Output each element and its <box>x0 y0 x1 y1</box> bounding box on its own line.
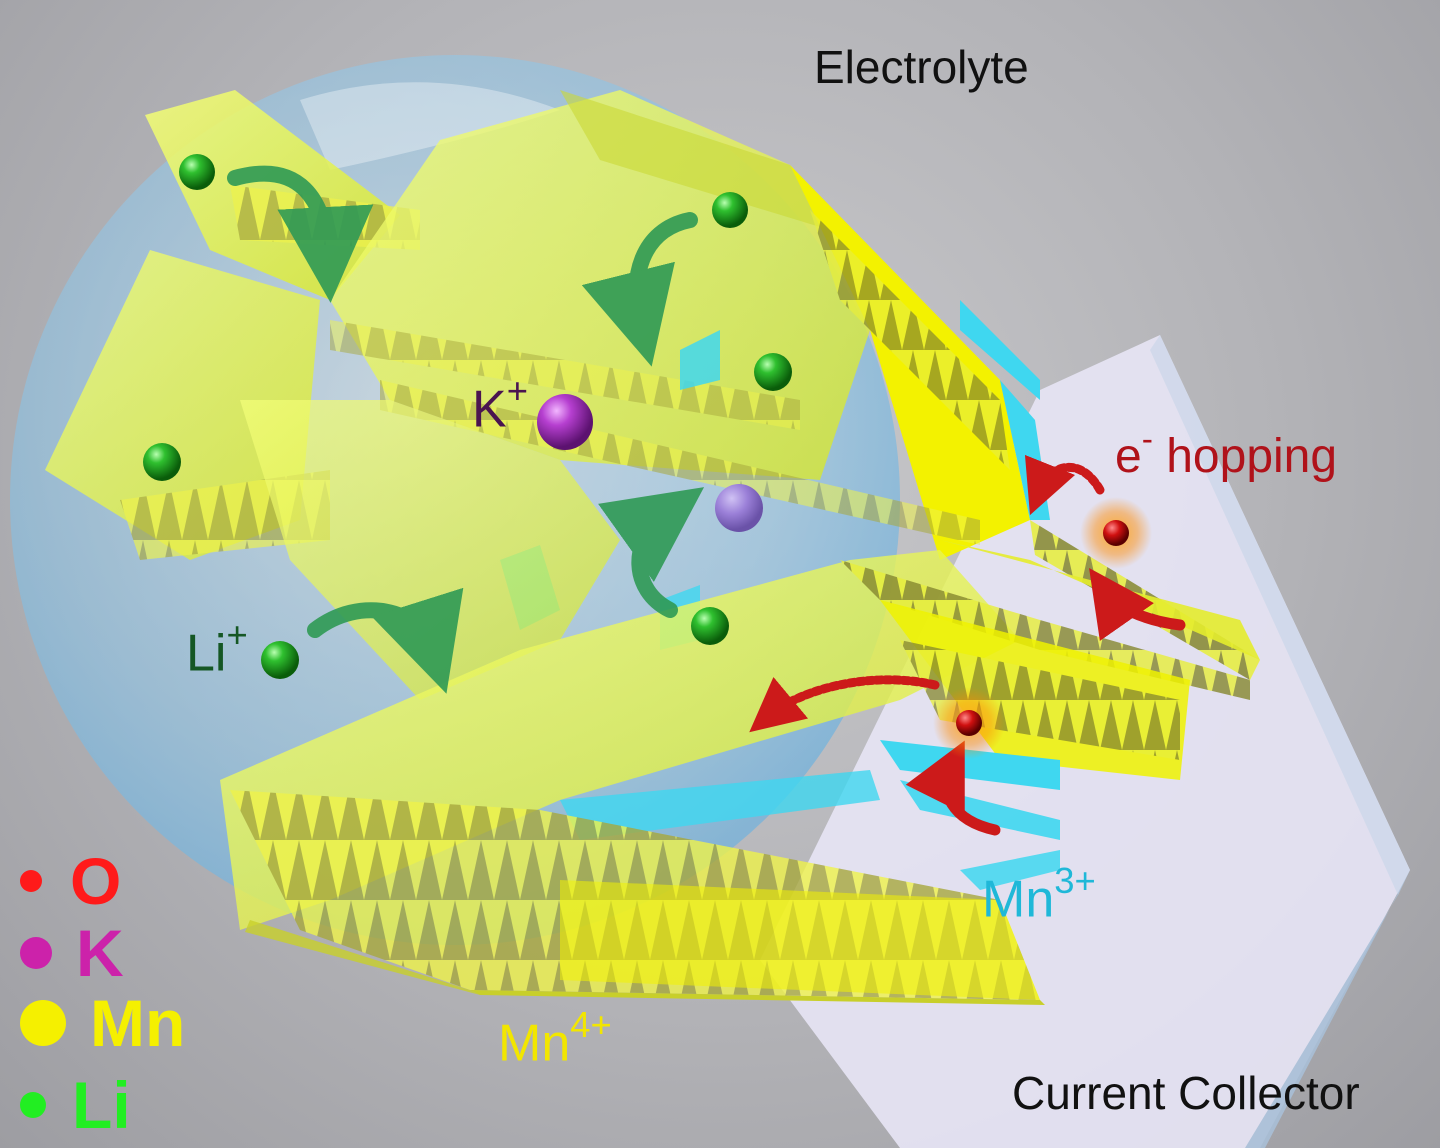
electron-2 <box>956 710 982 736</box>
legend-item-li: Li <box>20 1072 131 1138</box>
ions <box>143 154 1152 759</box>
mn4-symbol: Mn <box>498 1014 571 1073</box>
electron-1 <box>1103 520 1129 546</box>
k-ion-1 <box>537 394 593 450</box>
mn-dot-icon <box>20 1000 66 1046</box>
electron-charge: - <box>1141 420 1153 458</box>
li-symbol: Li <box>186 624 227 683</box>
hop-arrow-top <box>1024 454 1105 516</box>
li-ion-3 <box>754 353 792 391</box>
li-charge: + <box>226 613 248 655</box>
electron-hopping-label: e- hopping <box>1115 423 1338 483</box>
mn3-charge: 3+ <box>1054 859 1096 901</box>
hop-arrow-right <box>1089 567 1186 641</box>
li-arrow-1 <box>227 165 374 303</box>
electron-hopping-arrows <box>749 454 1186 836</box>
hop-arrow-bottom <box>905 740 1001 836</box>
li-arrow-4 <box>307 587 464 694</box>
li-ion-1 <box>179 154 215 190</box>
legend-label-o: O <box>70 844 122 918</box>
legend-label-li: Li <box>72 1068 131 1142</box>
mn3-symbol: Mn <box>982 870 1055 929</box>
k-ion-2 <box>715 484 763 532</box>
k-ion-label: K+ <box>472 372 528 439</box>
electrolyte-label: Electrolyte <box>814 41 1029 93</box>
mn3-label: Mn3+ <box>982 862 1096 929</box>
legend-item-k: K <box>20 920 124 986</box>
li-ion-label: Li+ <box>186 616 248 683</box>
mn4-charge: 4+ <box>570 1003 612 1045</box>
k-symbol: K <box>472 380 507 439</box>
li-ion-5 <box>691 607 729 645</box>
li-arrow-2 <box>581 212 698 367</box>
legend-item-o: O <box>20 848 121 914</box>
hopping-text: hopping <box>1152 430 1338 483</box>
li-migration-arrows <box>227 165 705 694</box>
o-dot-icon <box>20 870 42 892</box>
legend-label-mn: Mn <box>90 986 186 1060</box>
li-ion-4 <box>143 443 181 481</box>
legend-item-mn: Mn <box>20 990 185 1056</box>
hop-arrow-left <box>749 675 940 733</box>
k-dot-icon <box>20 937 52 969</box>
electron-symbol: e <box>1115 430 1142 483</box>
mn4-label: Mn4+ <box>498 1006 612 1073</box>
current-collector-label: Current Collector <box>1012 1067 1360 1119</box>
li-ion-6 <box>261 641 299 679</box>
li-arrow-3 <box>598 487 705 618</box>
legend-label-k: K <box>76 916 124 990</box>
li-dot-icon <box>20 1092 46 1118</box>
k-charge: + <box>506 369 528 411</box>
li-ion-2 <box>712 192 748 228</box>
